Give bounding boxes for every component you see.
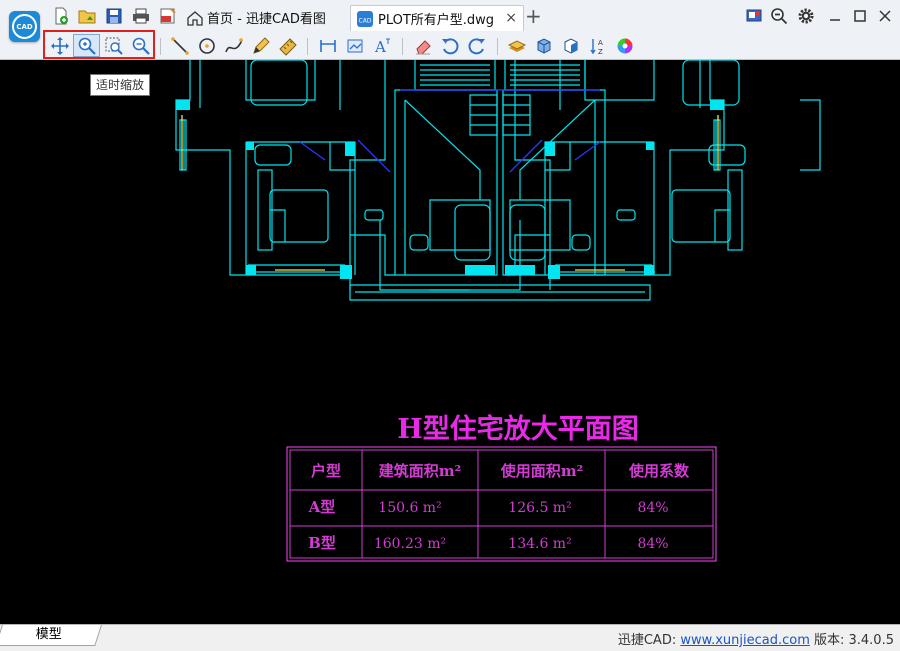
redo-icon[interactable]: [467, 36, 487, 56]
color-wheel-icon[interactable]: [615, 36, 635, 56]
windows: [181, 115, 719, 271]
area-measure-icon[interactable]: [345, 36, 365, 56]
layout-switch-icon[interactable]: [745, 7, 763, 25]
tooltip: 适时缩放: [90, 74, 151, 96]
freehand-pencil-icon[interactable]: [251, 36, 271, 56]
drawing-title: H型住宅放大平面图: [397, 413, 639, 445]
view-tools-highlight: [43, 30, 155, 59]
website-link[interactable]: www.xunjiecad.com: [680, 633, 810, 648]
toolbar-separator: [307, 38, 308, 55]
area-table: 户型 建筑面积m² 使用面积m² 使用系数 A型 B型 150.6 m² 126…: [286, 446, 717, 562]
svg-text:CAD: CAD: [359, 17, 372, 24]
undo-icon[interactable]: [440, 36, 460, 56]
table-header: 建筑面积m²: [379, 462, 461, 480]
close-window-icon[interactable]: [876, 7, 894, 25]
tab-drawing-label: PLOT所有户型.dwg: [378, 13, 495, 28]
maximize-icon[interactable]: [851, 7, 869, 25]
drawing-title-text: H型住宅放大平面图: [397, 413, 639, 445]
model-tab[interactable]: 模型: [0, 625, 102, 646]
table-cell: A型: [308, 498, 336, 516]
realtime-zoom-icon[interactable]: [77, 36, 97, 56]
status-prefix: 迅捷CAD:: [617, 633, 681, 648]
cad-drawing[interactable]: H型住宅放大平面图 户型 建筑面积m² 使用面积m² 使用系数 A型 B型 15…: [0, 60, 900, 624]
open-folder-icon[interactable]: [78, 7, 96, 25]
floor-plan: [175, 60, 821, 301]
title-bar: 首页 - 迅捷CAD看图 CAD PLOT所有户型.dwg × +: [0, 0, 900, 33]
circle-tool-icon[interactable]: [197, 36, 217, 56]
app-logo[interactable]: CAD: [9, 11, 40, 42]
status-bar: 模型 迅捷CAD: www.xunjiecad.com 版本: 3.4.0.5: [0, 624, 900, 651]
pan-icon[interactable]: [50, 36, 70, 56]
new-file-icon[interactable]: [52, 7, 70, 25]
door-swings: [299, 89, 601, 173]
measure-icon[interactable]: [278, 36, 298, 56]
tab-drawing[interactable]: CAD PLOT所有户型.dwg ×: [350, 5, 524, 31]
table-cell: B型: [308, 534, 336, 552]
table-cell: 84%: [637, 500, 668, 516]
tab-home[interactable]: 首页 - 迅捷CAD看图: [186, 5, 346, 30]
3d-view-icon[interactable]: [561, 36, 581, 56]
text-tool-icon[interactable]: A: [372, 36, 392, 56]
window-zoom-icon[interactable]: [104, 36, 124, 56]
walls-columns: [176, 100, 724, 279]
3d-box-icon[interactable]: [534, 36, 554, 56]
line-tool-icon[interactable]: [170, 36, 190, 56]
svg-text:A: A: [374, 38, 386, 56]
minimize-icon[interactable]: [826, 7, 844, 25]
toolbar-separator: [160, 38, 161, 55]
dimension-icon[interactable]: [318, 36, 338, 56]
sort-icon[interactable]: AZ: [588, 36, 608, 56]
settings-gear-icon[interactable]: [797, 7, 815, 25]
table-cell: 134.6 m²: [508, 536, 571, 552]
table-cell: 84%: [637, 536, 668, 552]
zoom-extents-icon[interactable]: [131, 36, 151, 56]
dwg-file-icon: CAD: [357, 10, 373, 27]
home-icon: [187, 10, 203, 26]
print-icon[interactable]: [132, 7, 150, 25]
model-tab-label: 模型: [35, 627, 62, 642]
toolbar-separator: [402, 38, 403, 55]
toolbar-separator: [497, 38, 498, 55]
status-info: 迅捷CAD: www.xunjiecad.com 版本: 3.4.0.5: [618, 629, 894, 648]
close-tab-icon[interactable]: ×: [505, 10, 517, 26]
app-logo-text: CAD: [12, 14, 37, 39]
tab-home-label: 首页 - 迅捷CAD看图: [207, 12, 326, 27]
drawing-canvas[interactable]: H型住宅放大平面图 户型 建筑面积m² 使用面积m² 使用系数 A型 B型 15…: [0, 60, 900, 624]
svg-text:Z: Z: [598, 48, 603, 56]
table-header: 使用面积m²: [500, 462, 583, 480]
new-tab-button[interactable]: +: [525, 4, 542, 28]
svg-text:A: A: [598, 39, 603, 47]
save-icon[interactable]: [105, 7, 123, 25]
spline-tool-icon[interactable]: [224, 36, 244, 56]
zoom-out-icon[interactable]: [770, 7, 788, 25]
table-header: 户型: [311, 462, 341, 480]
export-pdf-icon[interactable]: [159, 7, 177, 25]
table-header: 使用系数: [628, 462, 690, 480]
table-cell: 160.23 m²: [374, 536, 446, 552]
table-cell: 150.6 m²: [378, 500, 441, 516]
eraser-icon[interactable]: [413, 36, 433, 56]
version-text: 版本: 3.4.0.5: [809, 633, 894, 648]
table-cell: 126.5 m²: [508, 500, 571, 516]
layers-icon[interactable]: [507, 36, 527, 56]
